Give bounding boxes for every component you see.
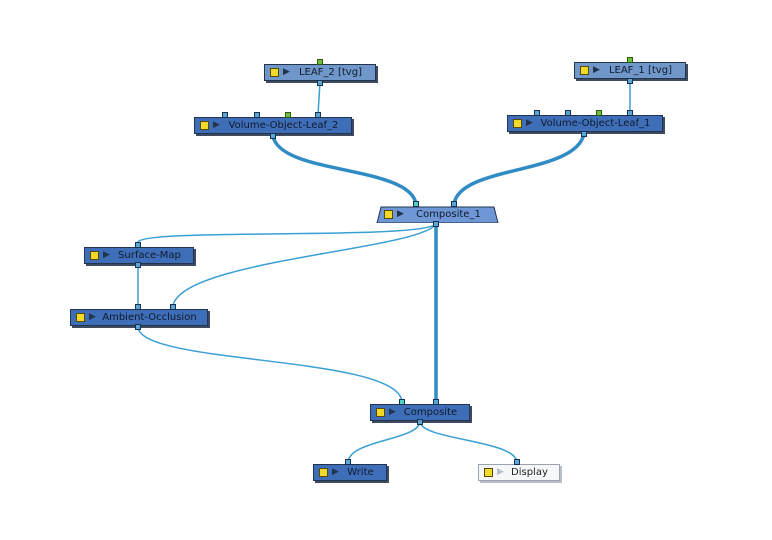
wire-leaf2-to-vol2: [317, 81, 321, 116]
node-label: LEAF_1 [tvg]: [608, 65, 672, 76]
enable-toggle-icon[interactable]: [513, 119, 522, 128]
wire-vol1-to-composite1: [452, 133, 586, 205]
input-port[interactable]: [514, 459, 520, 465]
input-port[interactable]: [627, 57, 633, 63]
output-port[interactable]: [627, 78, 633, 84]
node-label: Composite: [403, 407, 458, 418]
input-port[interactable]: [222, 112, 228, 118]
node-write[interactable]: ▶ Write: [313, 464, 387, 481]
node-label: Composite_1: [416, 209, 481, 220]
input-port[interactable]: [135, 304, 141, 310]
enable-toggle-icon[interactable]: [376, 408, 385, 417]
input-port[interactable]: [627, 110, 633, 116]
node-volume-object-leaf-2[interactable]: ▶ Volume-Object-Leaf_2: [194, 117, 352, 134]
node-label: Display: [511, 467, 548, 478]
play-arrow-icon: ▶: [526, 118, 533, 128]
node-label: Volume-Object-Leaf_1: [540, 118, 651, 129]
enable-toggle-icon[interactable]: [384, 210, 393, 219]
node-label: Volume-Object-Leaf_2: [228, 120, 339, 131]
play-arrow-icon: ▶: [397, 209, 404, 219]
wire-composite1-to-ambient: [172, 223, 437, 307]
node-composite-1[interactable]: ▶ Composite_1: [378, 206, 498, 223]
play-arrow-icon: ▶: [593, 65, 600, 75]
node-label: Write: [347, 467, 374, 478]
play-arrow-icon: ▶: [283, 67, 290, 77]
output-port[interactable]: [417, 419, 423, 425]
wire-composite1-to-surface: [137, 223, 437, 243]
node-display[interactable]: ▶ Display: [478, 464, 560, 481]
input-port[interactable]: [596, 110, 602, 116]
wire-composite-to-write: [347, 421, 421, 463]
node-label: LEAF_2 [tvg]: [298, 67, 362, 78]
play-arrow-icon: ▶: [389, 407, 396, 417]
input-port[interactable]: [451, 201, 457, 207]
node-volume-object-leaf-1[interactable]: ▶ Volume-Object-Leaf_1: [507, 115, 663, 132]
wire-composite-to-display: [419, 421, 518, 463]
enable-toggle-icon[interactable]: [90, 251, 99, 260]
output-port[interactable]: [581, 131, 587, 137]
input-port[interactable]: [170, 304, 176, 310]
node-label: Ambient-Occlusion: [102, 312, 197, 323]
wire-ambient-to-composite: [137, 326, 403, 402]
node-composite-1-shape: [376, 206, 499, 223]
node-leaf-2[interactable]: ▶ LEAF_2 [tvg]: [264, 64, 376, 81]
input-port[interactable]: [433, 399, 439, 405]
input-port[interactable]: [317, 59, 323, 65]
node-leaf-1[interactable]: ▶ LEAF_1 [tvg]: [574, 62, 686, 79]
input-port[interactable]: [285, 112, 291, 118]
output-port[interactable]: [135, 262, 141, 268]
enable-toggle-icon[interactable]: [76, 313, 85, 322]
play-arrow-icon: ▶: [332, 467, 339, 477]
enable-toggle-icon[interactable]: [270, 68, 279, 77]
enable-toggle-icon[interactable]: [319, 468, 328, 477]
play-arrow-icon: ▶: [89, 312, 96, 322]
input-port[interactable]: [534, 110, 540, 116]
enable-toggle-icon[interactable]: [580, 66, 589, 75]
node-composite[interactable]: ▶ Composite: [370, 404, 470, 421]
play-arrow-icon: ▶: [497, 467, 504, 477]
output-port[interactable]: [270, 133, 276, 139]
output-port[interactable]: [433, 221, 439, 227]
input-port[interactable]: [315, 112, 321, 118]
input-port[interactable]: [345, 459, 351, 465]
play-arrow-icon: ▶: [213, 120, 220, 130]
output-port[interactable]: [135, 324, 141, 330]
wire-vol2-to-composite1: [271, 135, 418, 205]
node-label: Surface-Map: [118, 250, 181, 261]
play-arrow-icon: ▶: [103, 250, 110, 260]
input-port[interactable]: [135, 242, 141, 248]
input-port[interactable]: [413, 201, 419, 207]
input-port[interactable]: [254, 112, 260, 118]
enable-toggle-icon[interactable]: [484, 468, 493, 477]
enable-toggle-icon[interactable]: [200, 121, 209, 130]
input-port[interactable]: [399, 399, 405, 405]
input-port[interactable]: [565, 110, 571, 116]
output-port[interactable]: [317, 80, 323, 86]
